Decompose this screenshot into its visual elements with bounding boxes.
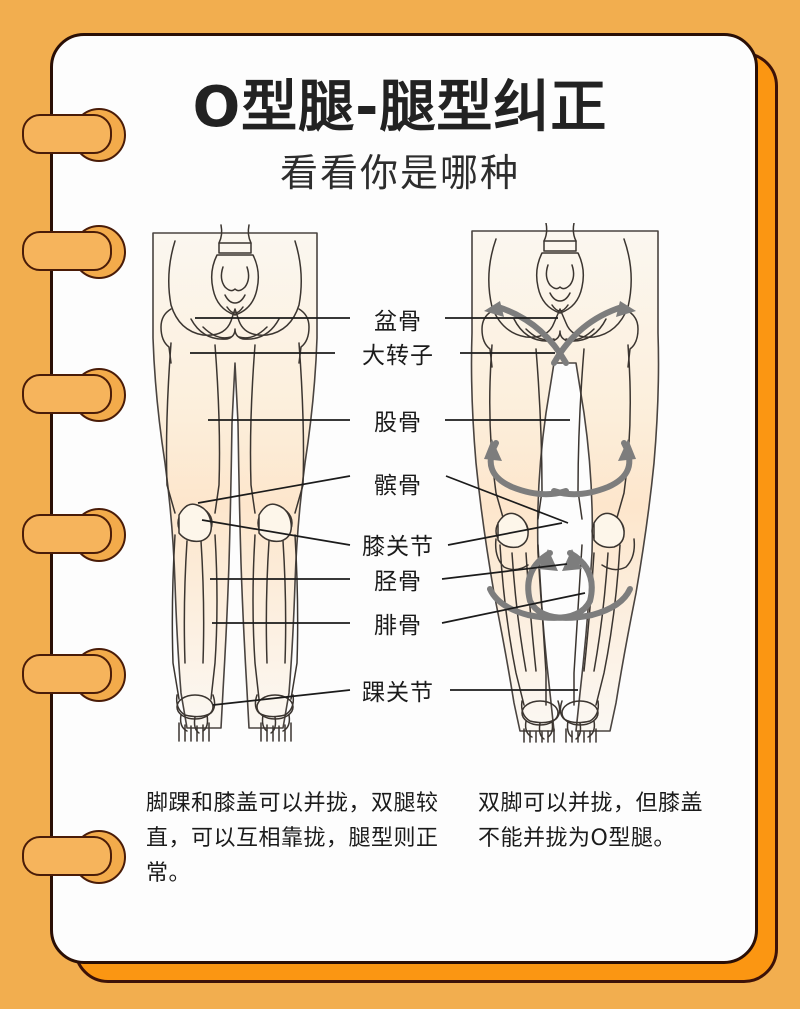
bone-label: 踝关节 [362, 680, 434, 706]
figure-normal-legs [152, 224, 318, 742]
bone-label: 髌骨 [374, 473, 422, 499]
binding-ring-1 [22, 108, 126, 162]
binding-ring-3 [22, 368, 126, 422]
binding-ring-5 [22, 648, 126, 702]
ring-bar [22, 114, 112, 154]
page-subtitle: 看看你是哪种 [279, 151, 520, 195]
ring-bar [22, 654, 112, 694]
ring-bar [22, 231, 112, 271]
bone-label: 胫骨 [374, 569, 422, 595]
bone-label: 大转子 [362, 343, 434, 369]
binding-ring-6 [22, 830, 126, 884]
ring-bar [22, 374, 112, 414]
caption-bow-legs: 双脚可以并拢，但膝盖不能并拢为O型腿。 [478, 791, 704, 851]
bone-label: 股骨 [374, 410, 422, 436]
bone-label: 盆骨 [374, 309, 422, 335]
bone-label: 腓骨 [374, 613, 422, 639]
page-title: O型腿-腿型纠正 [192, 75, 608, 140]
ring-bar [22, 836, 112, 876]
binding-ring-2 [22, 225, 126, 279]
binding-ring-4 [22, 508, 126, 562]
ring-bar [22, 514, 112, 554]
caption-normal-legs: 脚踝和膝盖可以并拢，双腿较直，可以互相靠拢，腿型则正常。 [146, 791, 439, 886]
illustration-area [50, 33, 752, 958]
bone-label: 膝关节 [362, 534, 434, 560]
figure-bow-legs [470, 223, 660, 743]
